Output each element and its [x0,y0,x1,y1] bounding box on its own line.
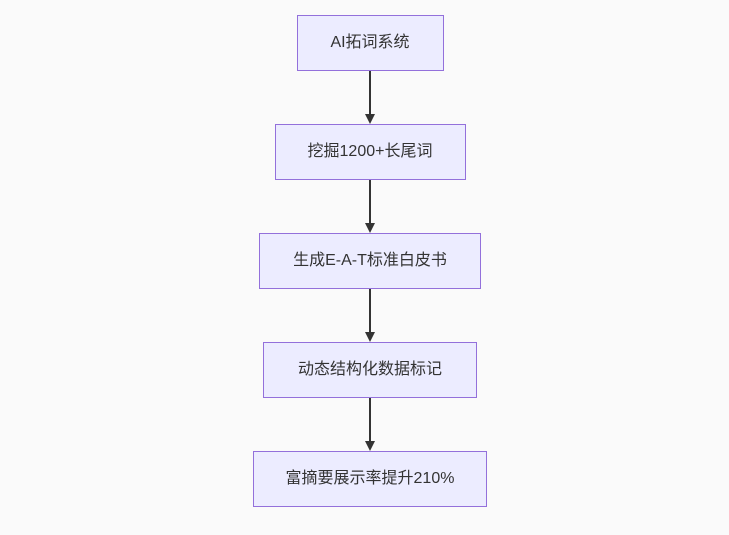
arrow-shaft [369,398,371,441]
flow-node-longtail-mining: 挖掘1200+长尾词 [274,124,466,180]
flow-node-structured-data-markup: 动态结构化数据标记 [263,342,477,398]
arrow-shaft [369,289,371,332]
arrow-connector [365,71,375,124]
flow-node-label: 富摘要展示率提升210% [285,470,455,487]
flow-node-label: 生成E-A-T标准白皮书 [293,252,447,269]
flowchart: AI拓词系统 挖掘1200+长尾词 生成E-A-T标准白皮书 动态结构化数据标记… [253,15,487,507]
flow-node-label: 挖掘1200+长尾词 [307,143,433,160]
arrowhead-down-icon [365,441,375,451]
flow-node-ai-keyword-system: AI拓词系统 [296,15,444,71]
arrow-connector [365,398,375,451]
flow-node-label: 动态结构化数据标记 [297,361,442,378]
arrowhead-down-icon [365,332,375,342]
arrow-shaft [369,180,371,223]
arrow-connector [365,289,375,342]
arrow-shaft [369,71,371,114]
arrowhead-down-icon [365,223,375,233]
flow-node-eat-whitepaper: 生成E-A-T标准白皮书 [259,233,481,289]
arrow-connector [365,180,375,233]
flow-node-label: AI拓词系统 [330,34,410,51]
flow-node-rich-snippet-result: 富摘要展示率提升210% [253,451,487,507]
arrowhead-down-icon [365,114,375,124]
